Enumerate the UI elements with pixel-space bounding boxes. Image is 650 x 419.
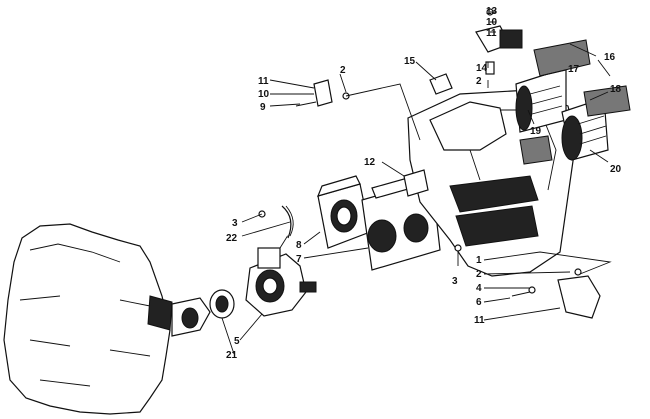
callout-12: 12 [364,157,376,168]
callout-13: 13 [486,6,498,17]
intake-tube-upper [515,67,567,133]
callout-10: 10 [486,17,498,28]
callout-labels: 13 10 11 16 15 11 10 9 2 17 14 2 18 19 1… [226,6,622,361]
callout-2-top: 2 [476,76,482,87]
screen-lower [583,85,631,117]
engine-block [3,223,173,415]
callout-10-upper: 10 [258,89,270,100]
callout-17: 17 [568,64,580,75]
intake-adapter [316,175,371,249]
callout-11-upper: 11 [258,76,269,87]
callout-19: 19 [530,126,542,137]
callout-8: 8 [296,240,302,251]
callout-22: 22 [226,233,238,244]
leader-lines [221,11,612,355]
callout-20: 20 [610,164,622,175]
screen-upper [533,39,591,77]
callout-3-left: 3 [232,218,238,229]
callout-16: 16 [604,52,616,63]
callout-2-upper: 2 [340,65,346,76]
intake-flange [171,289,235,337]
carburetor [245,205,317,317]
callout-18: 18 [610,84,622,95]
cable-bracket [475,8,523,75]
callout-2-lower: 2 [476,269,482,280]
drain-fitting [511,268,601,319]
callout-15: 15 [404,56,416,67]
callout-5: 5 [234,336,240,347]
fastener-group-upper [295,79,350,107]
callout-1: 1 [476,255,482,266]
air-silencer-housing [407,89,577,277]
callout-14: 14 [476,63,488,74]
bracket [403,169,429,197]
callout-7: 7 [296,254,302,265]
callout-9: 9 [260,102,266,113]
callout-21: 21 [226,350,238,361]
callout-6: 6 [476,297,482,308]
callout-11: 11 [486,28,497,39]
callout-3-right: 3 [452,276,458,287]
callout-4: 4 [476,283,482,294]
screw-3-right [454,244,462,252]
callout-11-lower: 11 [474,315,485,326]
